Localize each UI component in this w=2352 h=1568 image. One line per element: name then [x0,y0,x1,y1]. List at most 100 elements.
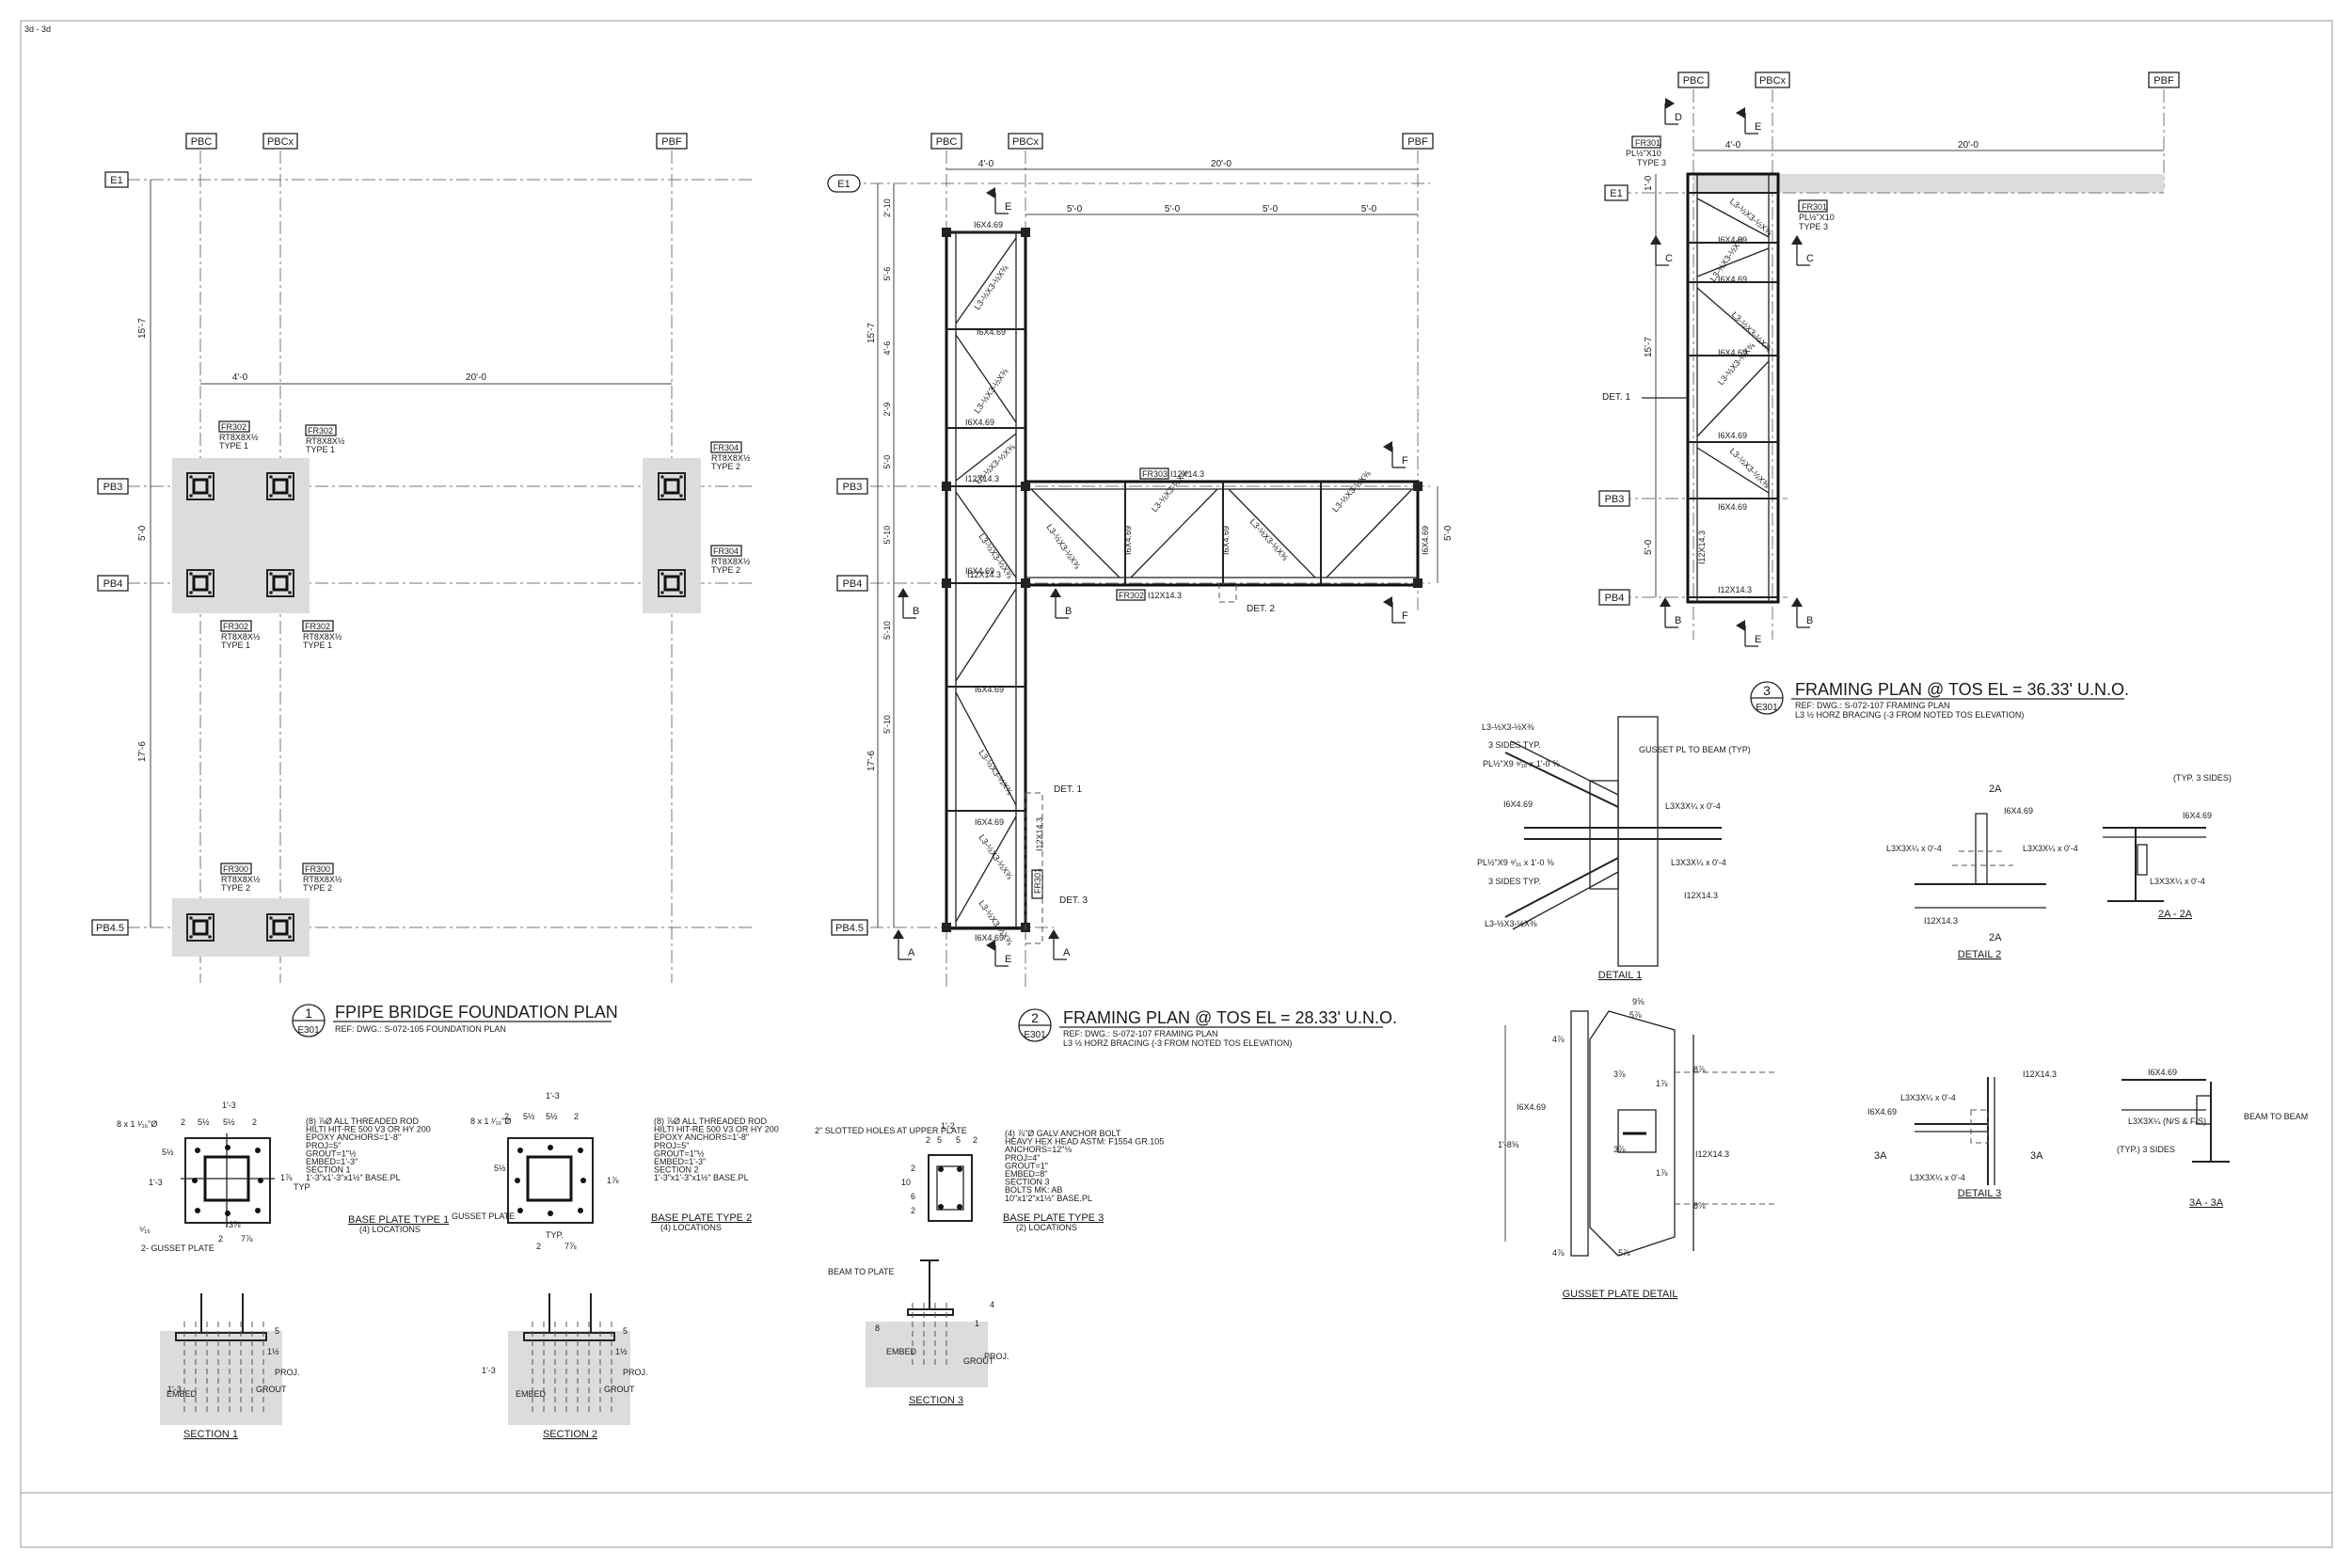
anchor-bolt-7-1 [288,916,292,920]
anchor-bolt-0-3 [208,494,212,498]
p3-brace-0 [1696,198,1770,238]
gusset-label-1: 9⅝ [1632,997,1645,1006]
grid-tag-e1 [104,171,129,188]
sec3-3-arrow [1791,235,1803,245]
sec2-5-arrow [1383,596,1392,608]
detail1-brace-bottom [1504,857,1619,918]
base-plate-0 [186,472,215,500]
bp1-notes-6: SECTION 1 [306,1165,351,1175]
det-box-1 [1025,792,1043,944]
title-num-3: 3 [1763,683,1771,698]
gusset-labels: 4⅞9⅝5⅞3⅞1⅞1'-8⅝I6X4.698⅞I12X14.33⅞1⅞8⅞4⅞… [1498,997,1729,1258]
bp3-labels-9: 2 [911,1206,915,1215]
node-6 [942,923,951,932]
girder-label-1: I12X14.3 [965,474,999,483]
tag-line2-1: TYPE 1 [306,445,335,454]
grid-tag-pbc-2-label: PBC [936,136,958,148]
anchor-bolt-7-2 [269,935,273,939]
column-tube-5 [663,575,680,592]
bp1-labels-6: 1'-3 [149,1178,163,1187]
anchor-bolt-3-1 [288,572,292,576]
bp1-labels-5: 8 x 1 ¹⁄₁₆"Ø [117,1119,157,1129]
sec2-0-arrow [986,187,995,198]
gusset-label-10: 1⅞ [1656,1168,1668,1178]
title-sheet-1: E301 [297,1025,320,1036]
grid-tag-e1-2-label: E1 [837,179,850,190]
p3-beam-label-3: I6X4.69 [1718,431,1747,440]
framing-plan-3: PBC PBCx PBF E1 PB3 PB4 4'-0 20'-0 1'-0 … [1598,71,2180,720]
det-box-2 [1218,582,1237,603]
bp2-labels-7: 1⅞ [607,1176,619,1185]
s2a-label-0: (TYP. 3 SIDES) [2173,773,2232,783]
grid-tag-pb3-2 [836,478,868,495]
title-ref-2b: L3 ½ HORZ BRACING (-3 FROM NOTED TOS ELE… [1063,1038,1292,1048]
bp2-notes-5: EMBED=1'-3" [654,1157,706,1166]
bp3-plate [928,1154,973,1222]
detail2-title: DETAIL 2 [1958,949,2001,960]
base-plate-7 [266,913,294,942]
tag-box-6 [220,863,252,875]
grid-tag-pb4-2-label: PB4 [843,578,863,590]
bp1-plate [184,1137,271,1224]
detail-1: L3-½X3-½X⅜3 SIDES TYP.PL½"X9 ⁹⁄₁₆ x 1'-0… [1477,716,1751,981]
girder-label-4: I12X14.3 [1148,591,1182,600]
bp3-labels-6: 10 [901,1178,911,1187]
gusset-label-9: 3⅞ [1613,1145,1626,1154]
anchor-bolt-1-0 [269,475,273,479]
bp1-notes-2: EPOXY ANCHORS=1'-8" [306,1132,401,1142]
dim-20-0-3: 20'-0 [1958,140,1979,150]
gusset-label-11: 8⅞ [1693,1201,1706,1211]
bp2-holes-2 [578,1148,583,1153]
bp2-holes-0 [517,1148,523,1153]
grid-tag-pb3-3 [1598,490,1630,507]
s1-labels-0: 1'-3 [167,1385,182,1394]
anchor-bolt-3-3 [288,591,292,594]
bp1-labels-9: TYP [294,1182,310,1192]
s3-anchor-rods [912,1303,947,1369]
grid-tag-pbc [185,133,217,150]
s1-labels-2: GROUT [256,1385,287,1394]
bp1-notes-5: EMBED=1'-3" [306,1157,358,1166]
grid-tag-pbcx [262,133,298,150]
brace-4 [955,588,1017,682]
bp2-labels-5: 8 x 1 ¹⁄₁₆"Ø [470,1117,511,1126]
foundation-pad-pbf [643,458,701,613]
d3-label-4: 3A [1874,1150,1887,1162]
sheet-tab-label[interactable]: 3d - 3d [24,24,51,34]
s2-concrete [508,1331,630,1425]
bp2-holes-4 [580,1178,586,1183]
tag-box-5 [302,620,334,632]
grid-tag-pb45-2 [831,919,868,936]
column-tube-4 [663,478,680,495]
d1-label-8: L3X3X¼ x 0'-4 [1665,801,1721,811]
bp3-sub: (2) LOCATIONS [1016,1223,1077,1232]
grid-tag-pbcx-2 [1008,133,1043,150]
d1-label-1: 3 SIDES TYP. [1488,740,1541,750]
column-tube-2 [192,575,209,592]
d1-label-3: I6X4.69 [1503,800,1533,809]
dim-15-7: 15'-7 [137,318,148,339]
s3-labels-2: EMBED [886,1347,917,1356]
sec3-2-arrow [1650,235,1661,245]
sec2-3-label: B [1065,606,1072,617]
tag-line1-0: RT8X8X½ [219,433,259,442]
base-plate-6 [186,913,215,942]
bp1-holes-1 [225,1145,230,1150]
anchor-bolt-0-0 [189,475,193,479]
d1-label-5: 3 SIDES TYP. [1488,877,1541,886]
left-dim-4: 5'-0 [882,455,892,469]
sec2-1-label: E [1005,954,1011,965]
gusset-label-3: 3⅞ [1613,1069,1626,1079]
detail1-labels: L3-½X3-½X⅜3 SIDES TYP.PL½"X9 ⁹⁄₁₆ x 1'-0… [1477,722,1751,928]
bp2-notes-0: (8) ⅞Ø ALL THREADED ROD [654,1117,768,1126]
detail3-title: DETAIL 3 [1958,1188,2001,1199]
sec2-4-label: F [1402,455,1408,467]
s2a-title: 2A - 2A [2158,909,2193,920]
bp1-notes-4: GROUT=1"½ [306,1148,357,1158]
det-2-label: DET. 2 [1247,604,1275,614]
s3a-title: 3A - 3A [2189,1197,2224,1209]
